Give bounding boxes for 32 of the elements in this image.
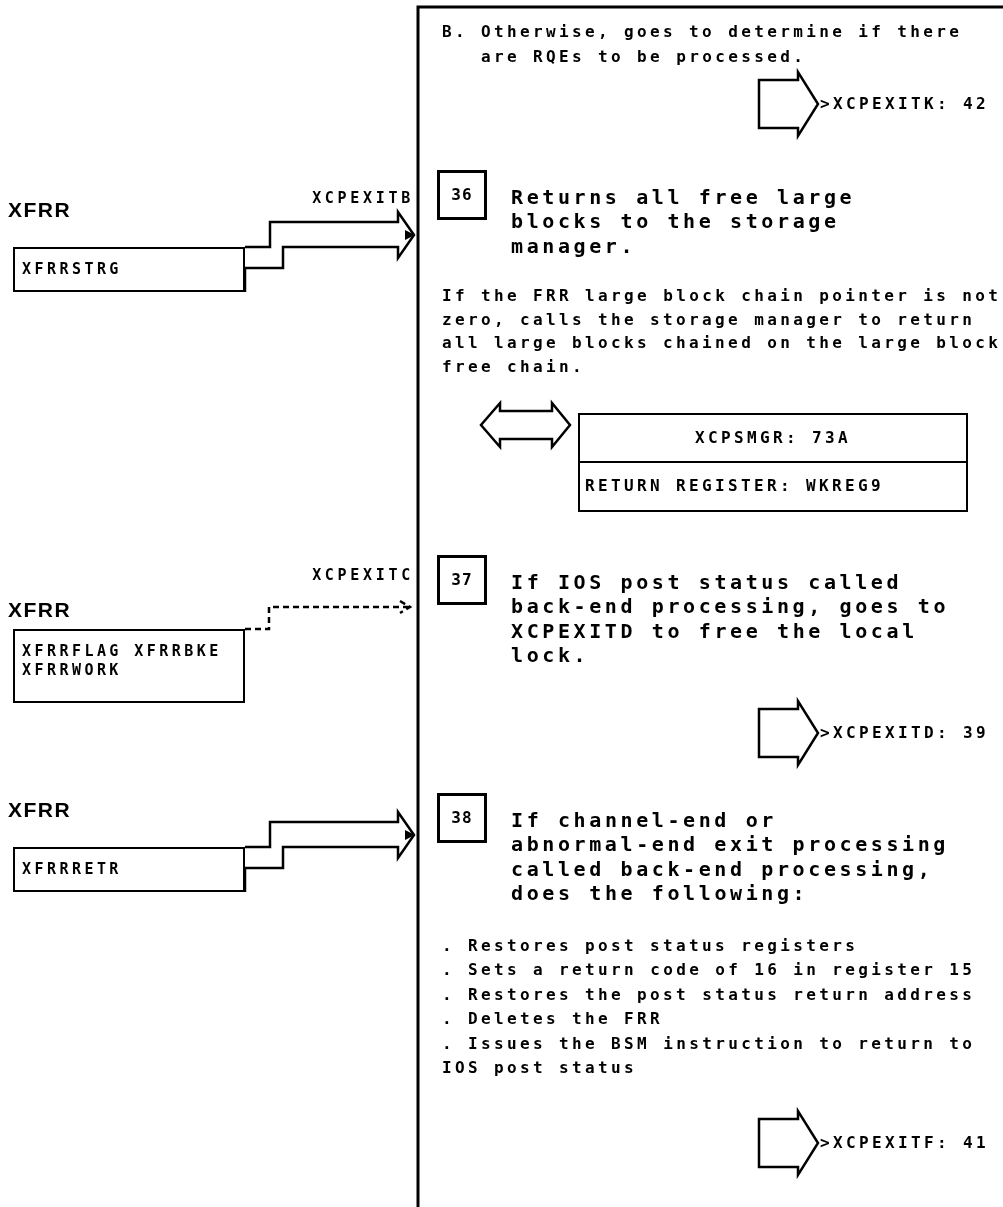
list-item: . Restores the post status return address [442, 983, 977, 1006]
connector-label: >XCPEXITK: 42 [820, 92, 990, 116]
data-area-box: XFRRFLAG XFRRBKE XFRRWORK [13, 629, 245, 703]
flow-arrow [757, 696, 820, 770]
connector-label: >XCPEXITD: 39 [820, 721, 990, 745]
step-number-box: 37 [437, 555, 487, 605]
flow-arrow [479, 399, 572, 451]
list-item: . Restores post status registers [442, 935, 860, 957]
note-text: B. Otherwise, goes to determine if there are RQEs to be processed. [442, 21, 964, 68]
list-item: . Sets a return code of 16 in register 15 [442, 959, 977, 982]
return-register-label: RETURN REGISTER: WKREG9 [584, 475, 886, 497]
step-number-box: 38 [437, 793, 487, 843]
list-item: . Deletes the FRR [442, 1008, 665, 1031]
data-area-box: XFRRSTRG [13, 247, 245, 292]
list-item: . Issues the BSM instruction to return to IOS post status [442, 1032, 977, 1080]
call-box [578, 413, 968, 512]
step-heading: Returns all free large blocks to the storage manager. [511, 185, 857, 258]
flow-arrow [243, 808, 416, 892]
step-heading: If channel-end or abnormal-end exit processing called back-end processing, does the following: [511, 808, 950, 906]
description-text: If the FRR large block chain pointer is not zero, calls the storage manager to return all large blocks chained on the large block free chain. [442, 285, 1003, 379]
data-area-title: XFRR [8, 197, 72, 223]
flow-arrow [757, 1106, 820, 1180]
flow-arrow [243, 208, 416, 292]
flow-arrow [243, 599, 413, 631]
step-heading: If IOS post status called back-end processing, goes to XCPEXITD to free the local lock. [511, 570, 951, 668]
data-area-title: XFRR [8, 597, 72, 623]
data-area-box: XFRRRETR [13, 847, 245, 892]
step-number-box: 36 [437, 170, 487, 220]
connector-label: >XCPEXITF: 41 [820, 1131, 990, 1155]
flow-arrow [757, 67, 820, 141]
data-area-title: XFRR [8, 797, 72, 823]
called-module-label: XCPSMGR: 73A [580, 415, 966, 463]
